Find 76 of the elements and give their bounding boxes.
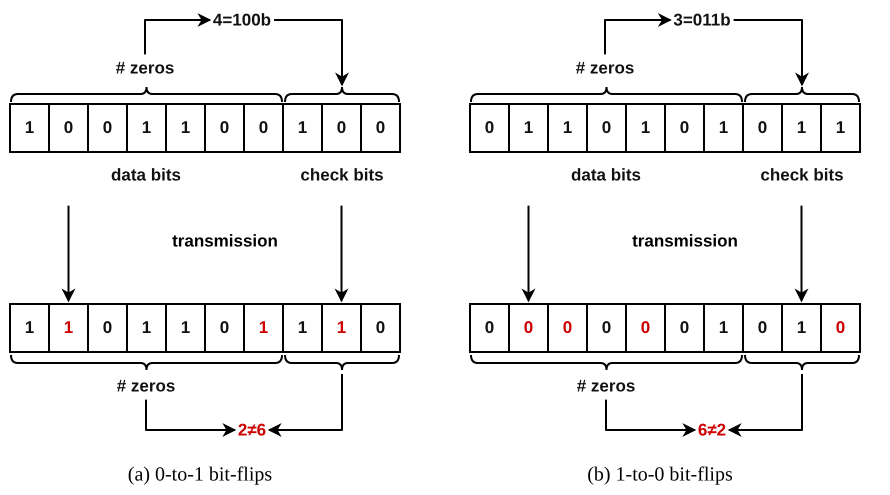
bit-cell: 0 (469, 303, 510, 353)
curly-brace (284, 86, 400, 102)
bit-cell: 0 (360, 103, 401, 153)
bit-cell: 1 (48, 303, 89, 353)
curly-brace (10, 86, 283, 102)
bit-cell: 0 (87, 103, 128, 153)
bit-cell: 0 (547, 303, 588, 353)
arrow (274, 19, 349, 86)
curly-brace (744, 86, 860, 102)
bit-cell: 0 (742, 303, 783, 353)
bit-cell: 1 (547, 103, 588, 153)
arrow (734, 19, 809, 86)
transmission-label: transmission (172, 230, 278, 252)
arrow (334, 206, 348, 302)
bit-cell: 0 (469, 103, 510, 153)
bit-cell: 1 (9, 303, 50, 353)
arrow (145, 400, 236, 437)
bit-cell: 0 (204, 303, 245, 353)
bit-cell: 0 (321, 103, 362, 153)
bit-cell: 0 (664, 103, 705, 153)
bit-cell: 1 (243, 303, 284, 353)
arrow (62, 206, 76, 302)
arrow (728, 374, 803, 437)
bit-cell: 0 (360, 303, 401, 353)
bit-label: 2≠6 (238, 419, 266, 441)
bit-label: data bits (571, 164, 641, 186)
bit-label: check bits (760, 164, 844, 186)
bit-cell: 1 (321, 303, 362, 353)
bit-cell: 1 (820, 103, 861, 153)
transmission-label: transmission (632, 230, 738, 252)
arrow (604, 13, 672, 54)
bit-cell: 1 (508, 103, 549, 153)
figure-caption: (a) 0-to-1 bit-flips (128, 462, 272, 488)
bit-label: check bits (300, 164, 384, 186)
bit-cell: 1 (165, 303, 206, 353)
bit-cell: 1 (703, 103, 744, 153)
curly-brace (470, 86, 743, 102)
arrow (794, 206, 808, 302)
bit-label: 6≠2 (698, 419, 726, 441)
bit-cell: 1 (126, 303, 167, 353)
bit-cell: 0 (625, 303, 666, 353)
bit-cell: 0 (586, 103, 627, 153)
bit-cell: 0 (820, 303, 861, 353)
bit-cell: 1 (9, 103, 50, 153)
bit-cell: 1 (282, 303, 323, 353)
bit-cell: 0 (586, 303, 627, 353)
arrow (144, 13, 212, 54)
bit-label: # zeros (576, 57, 634, 79)
bit-label: # zeros (576, 375, 636, 397)
bit-label: data bits (111, 164, 181, 186)
bit-cell: 1 (703, 303, 744, 353)
bit-cell: 1 (282, 103, 323, 153)
bit-label: 3=011b (673, 9, 731, 31)
bit-label: # zeros (116, 57, 174, 79)
arrow (268, 374, 343, 437)
bit-cell: 0 (742, 103, 783, 153)
bit-cell: 0 (87, 303, 128, 353)
bit-label: # zeros (116, 375, 176, 397)
bit-cell: 0 (48, 103, 89, 153)
bit-cell: 1 (165, 103, 206, 153)
bit-cell: 0 (508, 303, 549, 353)
bit-cell: 1 (781, 303, 822, 353)
bit-cell: 0 (243, 103, 284, 153)
curly-brace (744, 355, 860, 371)
bit-cell: 1 (781, 103, 822, 153)
curly-brace (470, 355, 743, 371)
figure-caption: (b) 1-to-0 bit-flips (587, 462, 733, 488)
bit-cell: 0 (664, 303, 705, 353)
bit-label: 4=100b (212, 9, 272, 31)
bit-cell: 1 (126, 103, 167, 153)
bit-cell: 0 (204, 103, 245, 153)
arrow (605, 400, 696, 437)
curly-brace (284, 355, 400, 371)
arrow (522, 206, 536, 302)
curly-brace (10, 355, 283, 371)
bit-cell: 1 (625, 103, 666, 153)
